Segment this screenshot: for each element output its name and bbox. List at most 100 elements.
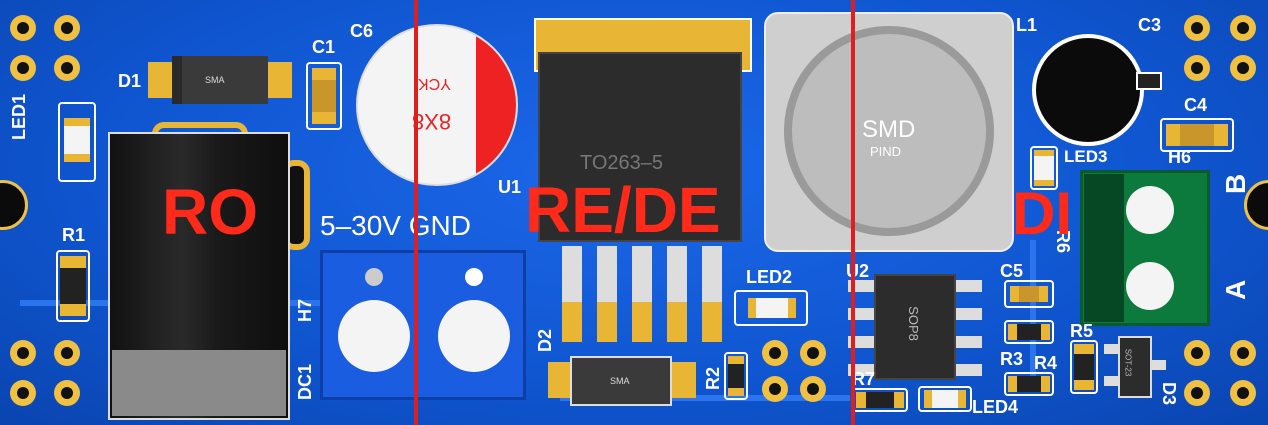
h6-screw xyxy=(1126,186,1174,234)
c6-label: C6 xyxy=(350,21,374,41)
d1-pad xyxy=(148,62,172,98)
u2-pin xyxy=(848,336,876,348)
header-pin xyxy=(54,340,80,366)
d1-pad xyxy=(268,62,292,98)
led3-body xyxy=(1034,150,1054,186)
u2-label: U2 xyxy=(846,261,870,281)
led1-label: LED1 xyxy=(9,93,29,140)
c5-label: C5 xyxy=(1000,261,1024,281)
header-pin xyxy=(10,15,36,41)
header-pin xyxy=(1230,380,1256,406)
header-pin xyxy=(10,340,36,366)
u2-body xyxy=(874,274,956,380)
u1-pin xyxy=(597,246,617,342)
h7-pin-dot xyxy=(365,268,383,286)
h6-terminal-dark xyxy=(1084,174,1124,322)
mounting-hole xyxy=(0,180,28,230)
r4-body xyxy=(1008,376,1050,392)
u2-pin xyxy=(954,308,982,320)
r3-label: R3 xyxy=(1000,349,1024,369)
header-pin xyxy=(800,376,826,402)
header-pin xyxy=(1184,55,1210,81)
d2-pad xyxy=(548,362,572,398)
u2-pin xyxy=(954,364,982,376)
header-pin xyxy=(54,380,80,406)
di-label: DI xyxy=(1012,180,1072,247)
header-pin xyxy=(762,340,788,366)
d2-body xyxy=(570,356,672,406)
u2-pin xyxy=(848,364,876,376)
re-de-label: RE/DE xyxy=(525,174,721,246)
h7-label: H7 xyxy=(295,298,315,322)
d1-label: D1 xyxy=(118,71,142,91)
r2-outline xyxy=(724,352,748,400)
h7-pin-dot xyxy=(465,268,483,286)
u2-pin xyxy=(848,280,876,292)
led1-body xyxy=(64,118,90,162)
header-pin xyxy=(10,380,36,406)
r4-label: R4 xyxy=(1034,353,1058,373)
l1-label: L1 xyxy=(1016,15,1038,35)
u2-pin xyxy=(954,280,982,292)
c3-label: C3 xyxy=(1138,15,1162,35)
l1-sub: PIND xyxy=(870,144,902,159)
led3-label: LED3 xyxy=(1064,147,1108,166)
r4-outline xyxy=(1004,372,1054,396)
header-pin xyxy=(1184,340,1210,366)
r2-body xyxy=(728,356,744,396)
u2-pin xyxy=(954,336,982,348)
h7-screw xyxy=(338,300,410,372)
led2-label: LED2 xyxy=(746,267,793,287)
c4-body xyxy=(1166,124,1228,146)
l1-core xyxy=(784,26,994,236)
track xyxy=(1030,240,1036,390)
d1-package: SMA xyxy=(205,75,225,85)
d3-pin xyxy=(1104,376,1118,386)
r1-label: R1 xyxy=(62,225,86,245)
h6-label: H6 xyxy=(1168,147,1192,167)
h7-screw xyxy=(438,300,510,372)
divider-line xyxy=(414,0,418,425)
u1-body xyxy=(538,52,742,242)
c3-lead xyxy=(1136,72,1162,90)
led1-outline xyxy=(58,102,96,182)
d2-pad xyxy=(672,362,696,398)
d2-label: D2 xyxy=(535,328,555,352)
c1-outline xyxy=(306,62,342,130)
c5-body xyxy=(1010,286,1048,302)
led2-outline xyxy=(734,290,808,326)
u1-pin xyxy=(667,246,687,342)
header-pin xyxy=(54,15,80,41)
c1-body xyxy=(312,68,336,124)
a-label: A xyxy=(1220,279,1251,300)
c6-brand: YCK xyxy=(418,75,451,92)
c1-label: C1 xyxy=(312,37,336,57)
c4-label: C4 xyxy=(1184,95,1208,115)
r5-outline xyxy=(1070,340,1098,394)
led4-body xyxy=(924,390,966,408)
d3-pin xyxy=(1104,344,1118,354)
u2-package: SOP8 xyxy=(905,306,921,341)
header-pin xyxy=(10,55,36,81)
dc-jack-face xyxy=(112,350,286,416)
c6-cap xyxy=(356,24,518,186)
c4-outline xyxy=(1160,118,1234,152)
led2-body xyxy=(748,298,796,318)
l1-marking: SMD xyxy=(862,116,916,143)
u1-pin xyxy=(632,246,652,342)
led4-outline xyxy=(918,386,972,412)
dc1-label: DC1 xyxy=(295,363,315,400)
u2-pin xyxy=(848,308,876,320)
u1-pin xyxy=(702,246,722,342)
u1-pin xyxy=(562,246,582,342)
ro-label: RO xyxy=(162,176,258,248)
d1-body xyxy=(172,56,268,104)
led4-label: LED4 xyxy=(972,397,1019,417)
divider-line xyxy=(851,0,855,425)
c5-outline xyxy=(1004,280,1054,308)
led3-outline xyxy=(1030,146,1058,190)
header-pin xyxy=(762,376,788,402)
header-pin xyxy=(800,340,826,366)
r5-body xyxy=(1074,344,1094,390)
